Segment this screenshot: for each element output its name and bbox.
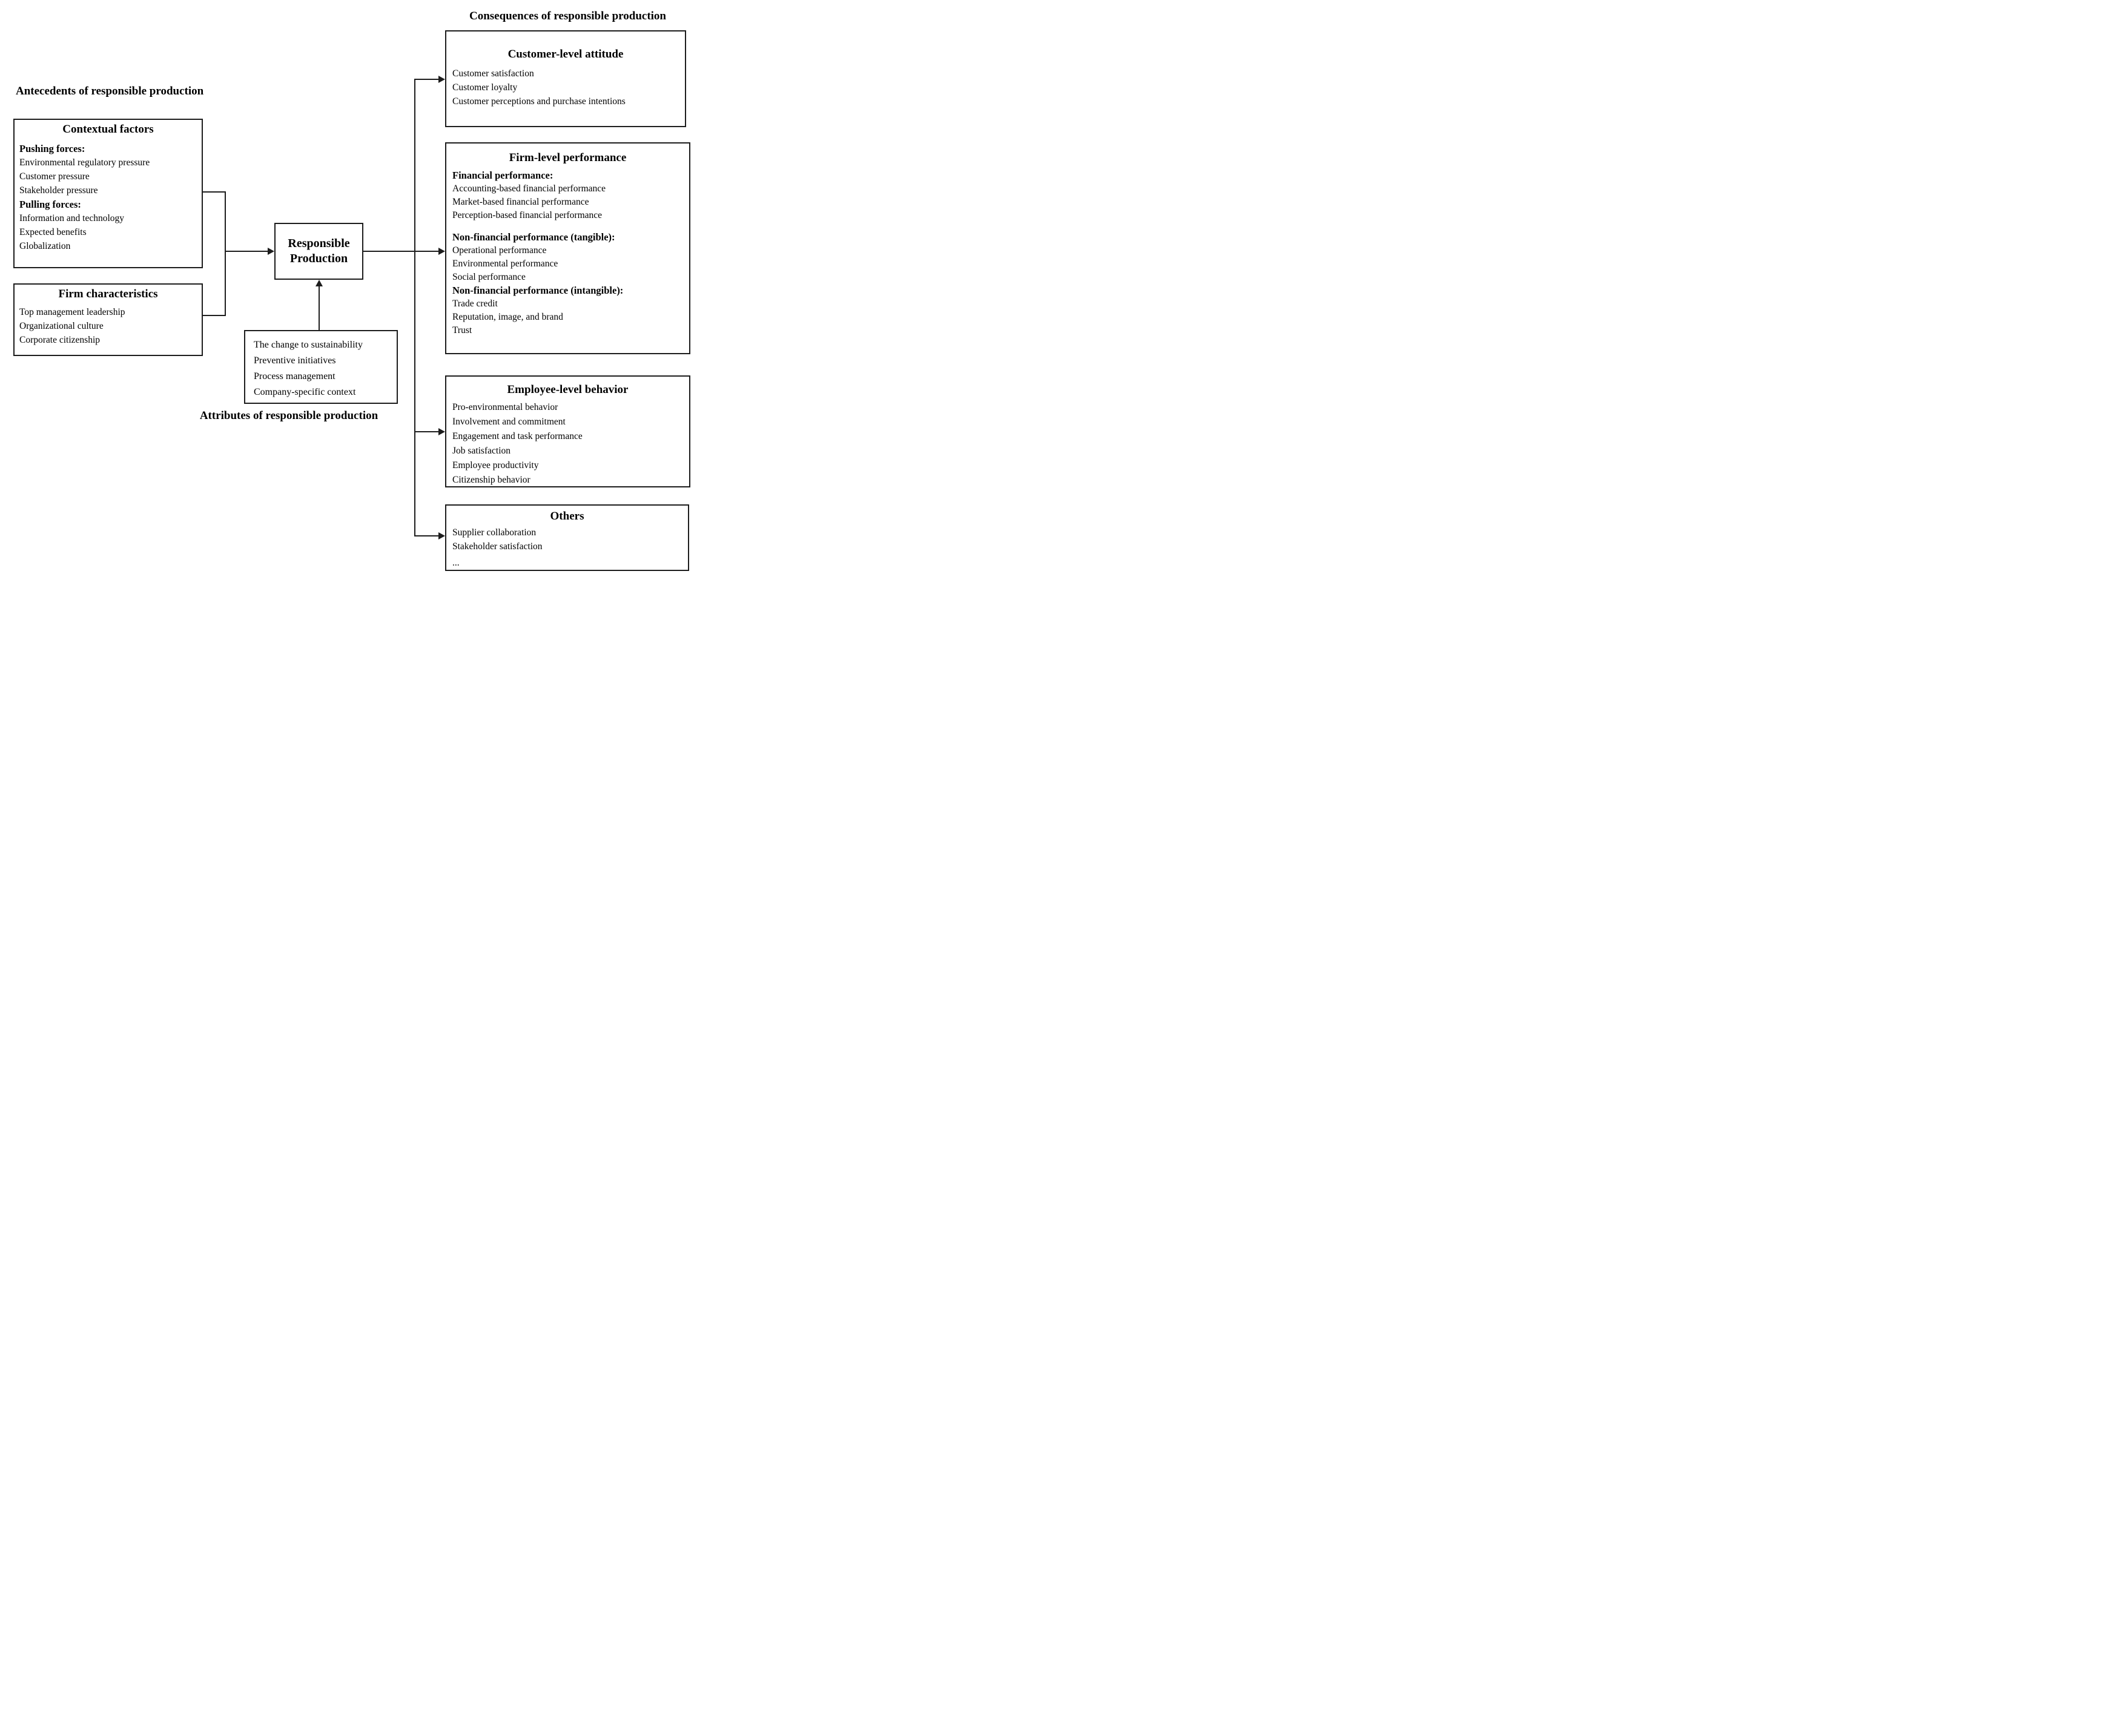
list-item: Market-based financial performance [452,197,589,207]
connector-line [203,191,226,193]
customer-level-attitude-title: Customer-level attitude [507,48,624,61]
responsible-production-title: Responsible Production [288,237,350,265]
list-item: Environmental performance [452,259,558,269]
list-item: Citizenship behavior [452,475,530,485]
arrowhead-right-icon [438,428,445,435]
list-item: Stakeholder pressure [19,185,98,196]
section-label: Non-financial performance (tangible): [452,231,615,243]
section-label: Non-financial performance (intangible): [452,285,624,296]
others-title: Others [550,510,584,523]
list-item: Company-specific context [254,387,356,397]
list-item: Employee productivity [452,460,539,470]
list-item: The change to sustainability [254,340,363,350]
list-item: Involvement and commitment [452,417,566,427]
list-item: Customer satisfaction [452,68,534,79]
connector-line [414,431,439,432]
framework-diagram: Antecedents of responsible production Co… [0,0,702,579]
list-item: Preventive initiatives [254,355,336,366]
firm-level-performance-title: Firm-level performance [509,151,627,164]
list-item: Stakeholder satisfaction [452,541,543,552]
list-item: Perception-based financial performance [452,210,603,220]
list-item: Environmental regulatory pressure [19,157,150,168]
arrowhead-up-icon [316,280,323,286]
list-item: Expected benefits [19,227,87,237]
nonfinancial-tangible-section: Non-financial performance (tangible): Op… [446,231,689,284]
others-box: Others Supplier collaboration Stakeholde… [445,504,689,571]
list-item: Supplier collaboration [452,527,537,538]
list-item: Process management [254,371,335,381]
list-item: Trust [452,325,472,335]
financial-performance-section: Financial performance: Accounting-based … [446,169,689,222]
list-item: Organizational culture [19,321,104,331]
list-item: Information and technology [19,213,125,223]
list-item: Corporate citizenship [19,335,100,345]
list-item: Customer loyalty [452,82,518,93]
list-item: Engagement and task performance [452,431,583,441]
list-item: Customer perceptions and purchase intent… [452,96,626,107]
arrowhead-right-icon [438,76,445,83]
others-list: Supplier collaboration Stakeholder satis… [446,526,688,570]
connector-line [319,285,320,331]
list-item: Job satisfaction [452,446,510,456]
pushing-forces-label: Pushing forces: [19,143,85,154]
connector-line [225,251,268,252]
list-item: Reputation, image, and brand [452,312,563,322]
attributes-heading: Attributes of responsible production [199,409,378,422]
section-label: Financial performance: [452,170,553,181]
list-item: Social performance [452,272,526,282]
nonfinancial-intangible-section: Non-financial performance (intangible): … [446,284,689,337]
list-item: Operational performance [452,245,547,256]
ellipsis-item: ... [452,558,460,568]
employee-list: Pro-environmental behavior Involvement a… [446,400,689,487]
responsible-production-box: Responsible Production [274,223,363,280]
list-item: Top management leadership [19,307,125,317]
connector-line [414,535,439,536]
employee-level-behavior-box: Employee-level behavior Pro-environmenta… [445,375,690,487]
customer-level-attitude-box: Customer-level attitude Customer satisfa… [445,30,686,127]
contextual-factors-title: Contextual factors [62,123,154,136]
arrowhead-right-icon [268,248,274,255]
arrowhead-right-icon [438,532,445,540]
connector-line [363,251,439,252]
list-item: Pro-environmental behavior [452,402,558,412]
pulling-forces-label: Pulling forces: [19,199,81,210]
employee-level-behavior-title: Employee-level behavior [507,383,629,396]
customer-list: Customer satisfaction Customer loyalty C… [446,67,685,108]
firm-characteristics-list: Top management leadership Organizational… [15,305,202,347]
firm-level-performance-box: Firm-level performance Financial perform… [445,142,690,354]
antecedents-heading: Antecedents of responsible production [16,85,204,97]
list-item: Globalization [19,241,71,251]
arrowhead-right-icon [438,248,445,255]
contextual-factors-box: Contextual factors Pushing forces: Envir… [13,119,203,268]
list-item: Trade credit [452,299,498,309]
connector-line [225,191,226,316]
connector-line [414,79,439,80]
contextual-factors-list: Pushing forces: Environmental regulatory… [15,142,202,253]
firm-characteristics-title: Firm characteristics [58,288,158,300]
firm-characteristics-box: Firm characteristics Top management lead… [13,283,203,356]
list-item: Accounting-based financial performance [452,183,606,194]
list-item: Customer pressure [19,171,90,182]
connector-line [414,79,415,536]
connector-line [203,315,226,316]
attributes-box: The change to sustainability Preventive … [244,330,398,404]
consequences-heading: Consequences of responsible production [469,10,666,22]
